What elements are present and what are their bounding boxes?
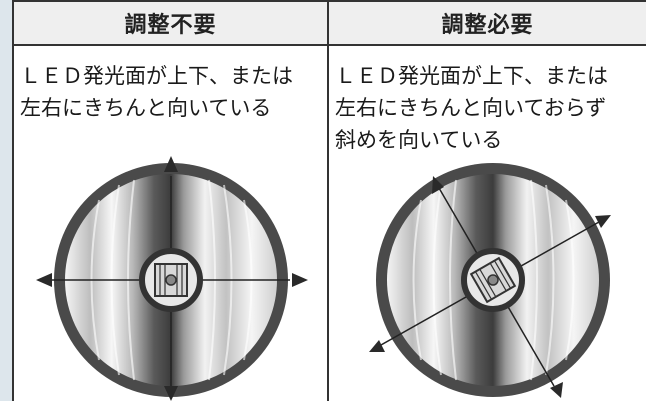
headlight-aligned-diagram (36, 156, 308, 401)
arrow-upright-icon (595, 215, 611, 228)
arrow-left-icon (36, 273, 52, 287)
led-chip-segments (159, 264, 183, 296)
description-line-1: ＬＥＤ発光面が上下、または (20, 64, 293, 88)
arrow-right-icon (292, 273, 308, 287)
description-line-3: 斜めを向いている (335, 128, 503, 152)
led-center-dot (487, 274, 499, 286)
arrow-upleft-icon (432, 176, 444, 194)
headlight-tilted-diagram (369, 163, 611, 398)
right-panel: 調整必要 ＬＥＤ発光面が上下、または 左右にきちんと向いておらず 斜めを向いてい… (328, 0, 646, 401)
no-adjustment-header: 調整不要 (14, 0, 327, 46)
description-line-2: 左右にきちんと向いておらず (335, 96, 607, 120)
arrow-down-icon (164, 386, 178, 401)
adjustment-needed-header: 調整必要 (329, 0, 646, 46)
no-adjustment-description: ＬＥＤ発光面が上下、または 左右にきちんと向いている (14, 46, 327, 124)
arrow-downleft-icon (369, 340, 385, 352)
arrow-downright-icon (550, 382, 563, 398)
lens-reflector-ribs (412, 179, 575, 381)
left-panel: 調整不要 ＬＥＤ発光面が上下、または 左右にきちんと向いている (12, 0, 328, 401)
led-center-dot (165, 274, 177, 286)
description-line-1: ＬＥＤ発光面が上下、または (335, 64, 608, 88)
arrow-up-icon (164, 156, 178, 172)
adjustment-needed-description: ＬＥＤ発光面が上下、または 左右にきちんと向いておらず 斜めを向いている (329, 46, 646, 156)
description-line-2: 左右にきちんと向いている (20, 96, 272, 120)
